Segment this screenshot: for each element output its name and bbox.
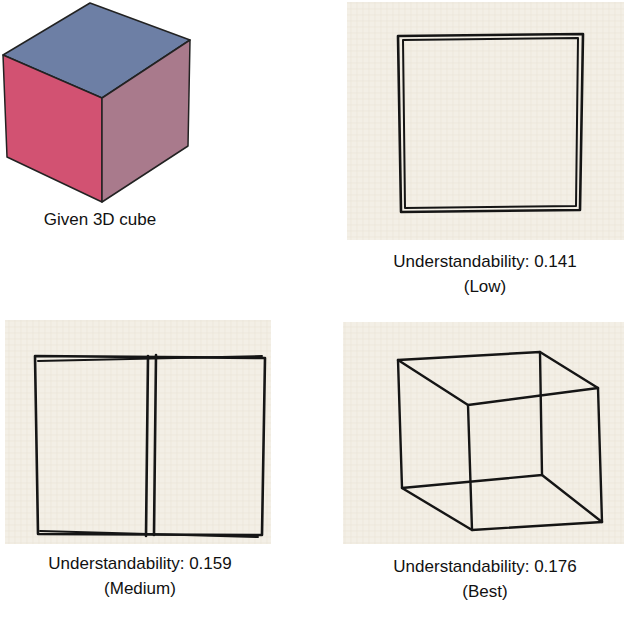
sketch-two-faces <box>35 355 265 537</box>
caption-text: (Low) <box>464 277 507 297</box>
sketch-wire-cube <box>398 352 602 530</box>
caption-text: Understandability: 0.159 <box>48 554 231 574</box>
caption-text: Understandability: 0.141 <box>393 252 576 272</box>
sketch-panel <box>5 320 271 544</box>
sketch-panel <box>347 2 624 240</box>
sketch-panel <box>343 322 624 544</box>
caption-text: Understandability: 0.176 <box>393 557 576 577</box>
caption-text: Given 3D cube <box>44 210 156 230</box>
caption-text: (Best) <box>462 582 507 602</box>
shaded-cube <box>3 3 190 202</box>
sketch-square <box>398 34 583 212</box>
caption-text: (Medium) <box>104 579 176 599</box>
